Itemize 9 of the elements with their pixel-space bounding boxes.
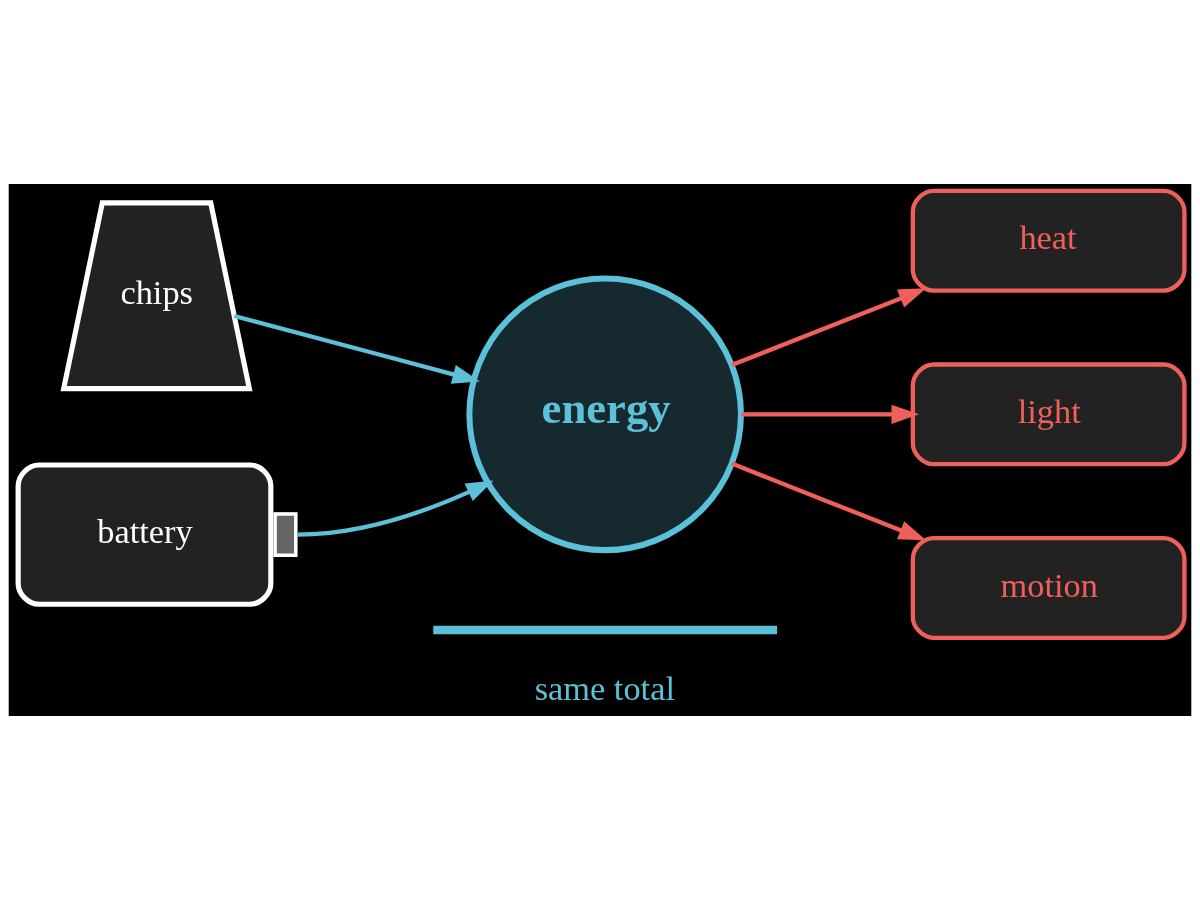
node-box: light bbox=[910, 362, 1187, 467]
arrow bbox=[731, 288, 927, 368]
arrow bbox=[741, 404, 920, 424]
arrow bbox=[233, 313, 480, 384]
arrow bbox=[297, 480, 494, 537]
node-box: heat bbox=[910, 188, 1187, 293]
node-box: motion bbox=[910, 535, 1187, 640]
label: same total bbox=[534, 668, 675, 707]
arrow bbox=[731, 461, 927, 541]
